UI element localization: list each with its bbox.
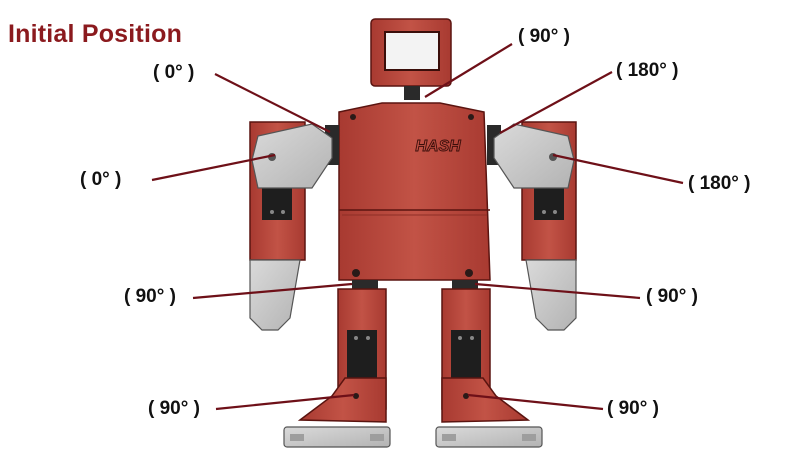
robot-torso: HASH [338, 102, 491, 281]
label-right-arm-angle: ( 180° ) [688, 173, 751, 194]
label-right-hip-angle: ( 90° ) [646, 286, 698, 307]
pointer-line-left-hip [192, 282, 353, 300]
pointer-line-left-arm [151, 153, 276, 182]
diagram-title: Initial Position [8, 20, 183, 48]
left-hip-servo [352, 280, 378, 290]
pointer-line-right-foot [467, 393, 604, 411]
label-head-angle: ( 90° ) [518, 26, 570, 47]
robot-head [370, 18, 452, 100]
pointer-line-right-arm [552, 153, 684, 185]
left-arm [249, 121, 333, 331]
pointer-line-right-hip [474, 282, 641, 300]
label-left-shoulder-angle: ( 0° ) [153, 62, 195, 83]
right-arm [493, 121, 577, 331]
right-leg [435, 288, 543, 448]
left-leg [283, 288, 391, 448]
label-left-arm-angle: ( 0° ) [80, 169, 122, 190]
pointer-line-left-shoulder [214, 73, 331, 133]
right-hip-servo [452, 280, 478, 290]
pointer-line-left-foot [215, 393, 355, 411]
label-left-foot-angle: ( 90° ) [148, 398, 200, 419]
label-right-foot-angle: ( 90° ) [607, 398, 659, 419]
label-left-hip-angle: ( 90° ) [124, 286, 176, 307]
hash-logo: HASH [415, 138, 461, 155]
label-right-shoulder-angle: ( 180° ) [616, 60, 679, 81]
pointer-line-head [424, 43, 513, 98]
pointer-line-right-shoulder [499, 71, 613, 134]
